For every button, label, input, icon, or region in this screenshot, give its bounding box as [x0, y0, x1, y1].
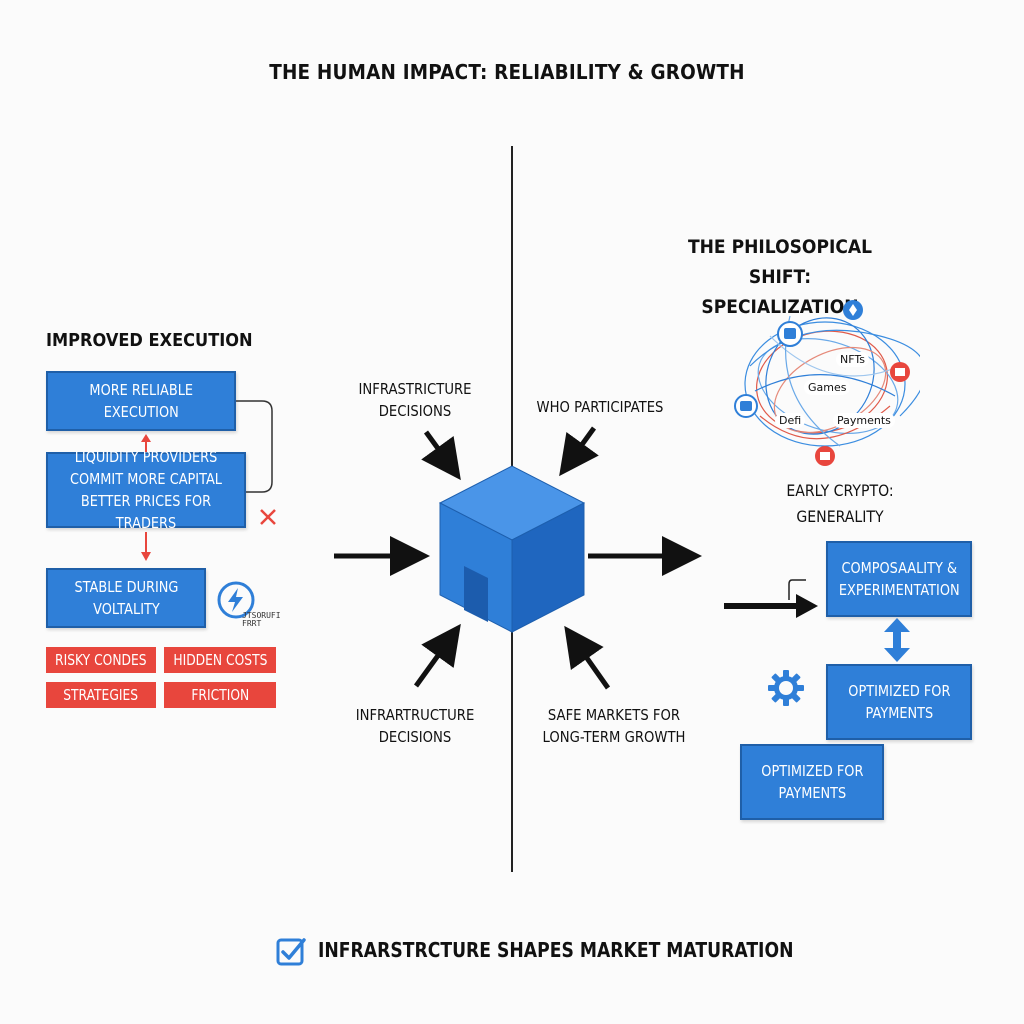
- stable-during-volatility-box[interactable]: STABLE DURING VOLTALITY: [46, 568, 206, 628]
- tag-risky-condes-text: RISKY CONDES: [55, 651, 147, 669]
- optimized-payments-text-1: OPTIMIZED FOR PAYMENTS: [847, 682, 951, 722]
- stable-during-volatility-text: STABLE DURING VOLTALITY: [74, 578, 178, 618]
- optimized-payments-box-1[interactable]: OPTIMIZED FOR PAYMENTS: [826, 664, 972, 740]
- tag-hidden-costs-text: HIDDEN COSTS: [172, 651, 268, 669]
- tag-friction: FRICTION: [164, 682, 276, 708]
- optimized-payments-box-2[interactable]: OPTIMIZED FOR PAYMENTS: [740, 744, 884, 820]
- central-cube-diagram: [334, 426, 702, 690]
- more-reliable-execution-text: MORE RELIABLE EXECUTION: [89, 381, 193, 421]
- more-reliable-execution-box[interactable]: MORE RELIABLE EXECUTION: [46, 371, 236, 431]
- label-infrastructure-decisions-bottom: INFRARTRUCTURE DECISIONS: [355, 706, 475, 746]
- badge-caption: JTSORUFI FRRT: [242, 611, 281, 628]
- network-label-nfts: NFTs: [836, 352, 869, 367]
- liquidity-providers-text: LIQUIDITY PROVIDERS COMMIT MORE CAPITAL …: [69, 448, 223, 532]
- composability-text: COMPOSAALITY & EXPERIMENTATION: [838, 559, 960, 599]
- tag-risky-condes: RISKY CONDES: [46, 647, 156, 673]
- cube-icon: [438, 465, 586, 633]
- lightning-badge-icon: [217, 581, 255, 619]
- right-connectors: [724, 579, 910, 662]
- ecosystem-network-graphic: [734, 300, 920, 466]
- page-title: THE HUMAN IMPACT: RELIABILITY & GROWTH: [269, 60, 745, 84]
- label-infrastructure-decisions-top: INFRASTRICTURE DECISIONS: [358, 380, 472, 420]
- improved-execution-heading: IMPROVED EXECUTION: [46, 330, 253, 351]
- early-crypto-subheading: EARLY CRYPTO: GENERALITY: [786, 481, 894, 526]
- close-x-icon: [260, 509, 276, 525]
- checkbox-checked-icon: [276, 938, 306, 966]
- optimized-payments-text-2: OPTIMIZED FOR PAYMENTS: [760, 762, 864, 802]
- network-label-payments: Payments: [833, 413, 895, 428]
- gear-icon: [768, 670, 804, 706]
- composability-box[interactable]: COMPOSAALITY & EXPERIMENTATION: [826, 541, 972, 617]
- label-safe-markets: SAFE MARKETS FOR LONG-TERM GROWTH: [542, 706, 686, 746]
- network-label-games: Games: [804, 380, 851, 395]
- footer-statement: INFRARSTRCTURE SHAPES MARKET MATURATION: [318, 938, 794, 962]
- label-who-participates: WHO PARTICIPATES: [536, 398, 664, 416]
- left-connectors: [141, 400, 273, 561]
- philosophical-shift-heading: THE PHILOSOPICAL SHIFT: SPECIALIZATION: [687, 236, 873, 318]
- tag-strategies: STRATEGIES: [46, 682, 156, 708]
- tag-hidden-costs: HIDDEN COSTS: [164, 647, 276, 673]
- tag-friction-text: FRICTION: [191, 686, 249, 704]
- tag-strategies-text: STRATEGIES: [63, 686, 139, 704]
- network-label-defi: Defi: [775, 413, 806, 428]
- liquidity-providers-box[interactable]: LIQUIDITY PROVIDERS COMMIT MORE CAPITAL …: [46, 448, 246, 532]
